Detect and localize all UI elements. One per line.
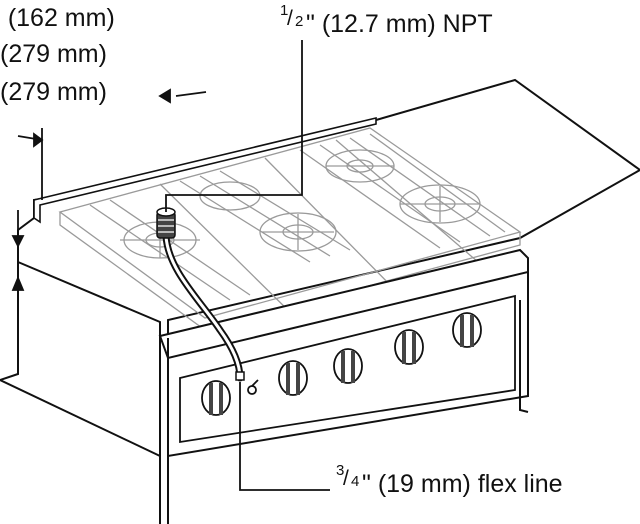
flex-line-connector <box>235 371 245 381</box>
knob-4 <box>394 329 424 365</box>
burner-grates <box>58 127 522 331</box>
knob-group <box>201 312 482 416</box>
dimension-label-279mm-upper: (279 mm) <box>0 40 107 68</box>
flex-line-label: 3/4" (19 mm) flex line <box>336 462 563 498</box>
knob-2 <box>278 360 308 396</box>
npt-fitting-label: 1/2" (12.7 mm) NPT <box>280 2 493 38</box>
knob-1 <box>201 380 231 416</box>
leader-lines <box>165 40 330 491</box>
flex-fraction: 3/4 <box>336 462 360 490</box>
rangetop-trim <box>158 248 529 360</box>
igniter-switch <box>247 379 259 395</box>
npt-label-text: " (12.7 mm) NPT <box>306 10 493 38</box>
back-lip <box>33 116 377 224</box>
knob-3 <box>333 348 363 384</box>
flex-label-text: " (19 mm) flex line <box>362 470 563 498</box>
npt-denominator: 2 <box>295 13 304 30</box>
dimension-arrows <box>11 88 171 316</box>
dimension-label-279mm-lower: (279 mm) <box>0 78 107 106</box>
dimension-label-162mm: " (162 mm) <box>0 4 115 32</box>
npt-numerator: 1 <box>280 2 289 19</box>
knob-5 <box>452 312 482 348</box>
flex-denominator: 4 <box>351 473 360 490</box>
npt-fitting <box>156 207 176 239</box>
flex-numerator: 3 <box>336 462 345 479</box>
npt-fraction: 1/2 <box>280 2 304 30</box>
